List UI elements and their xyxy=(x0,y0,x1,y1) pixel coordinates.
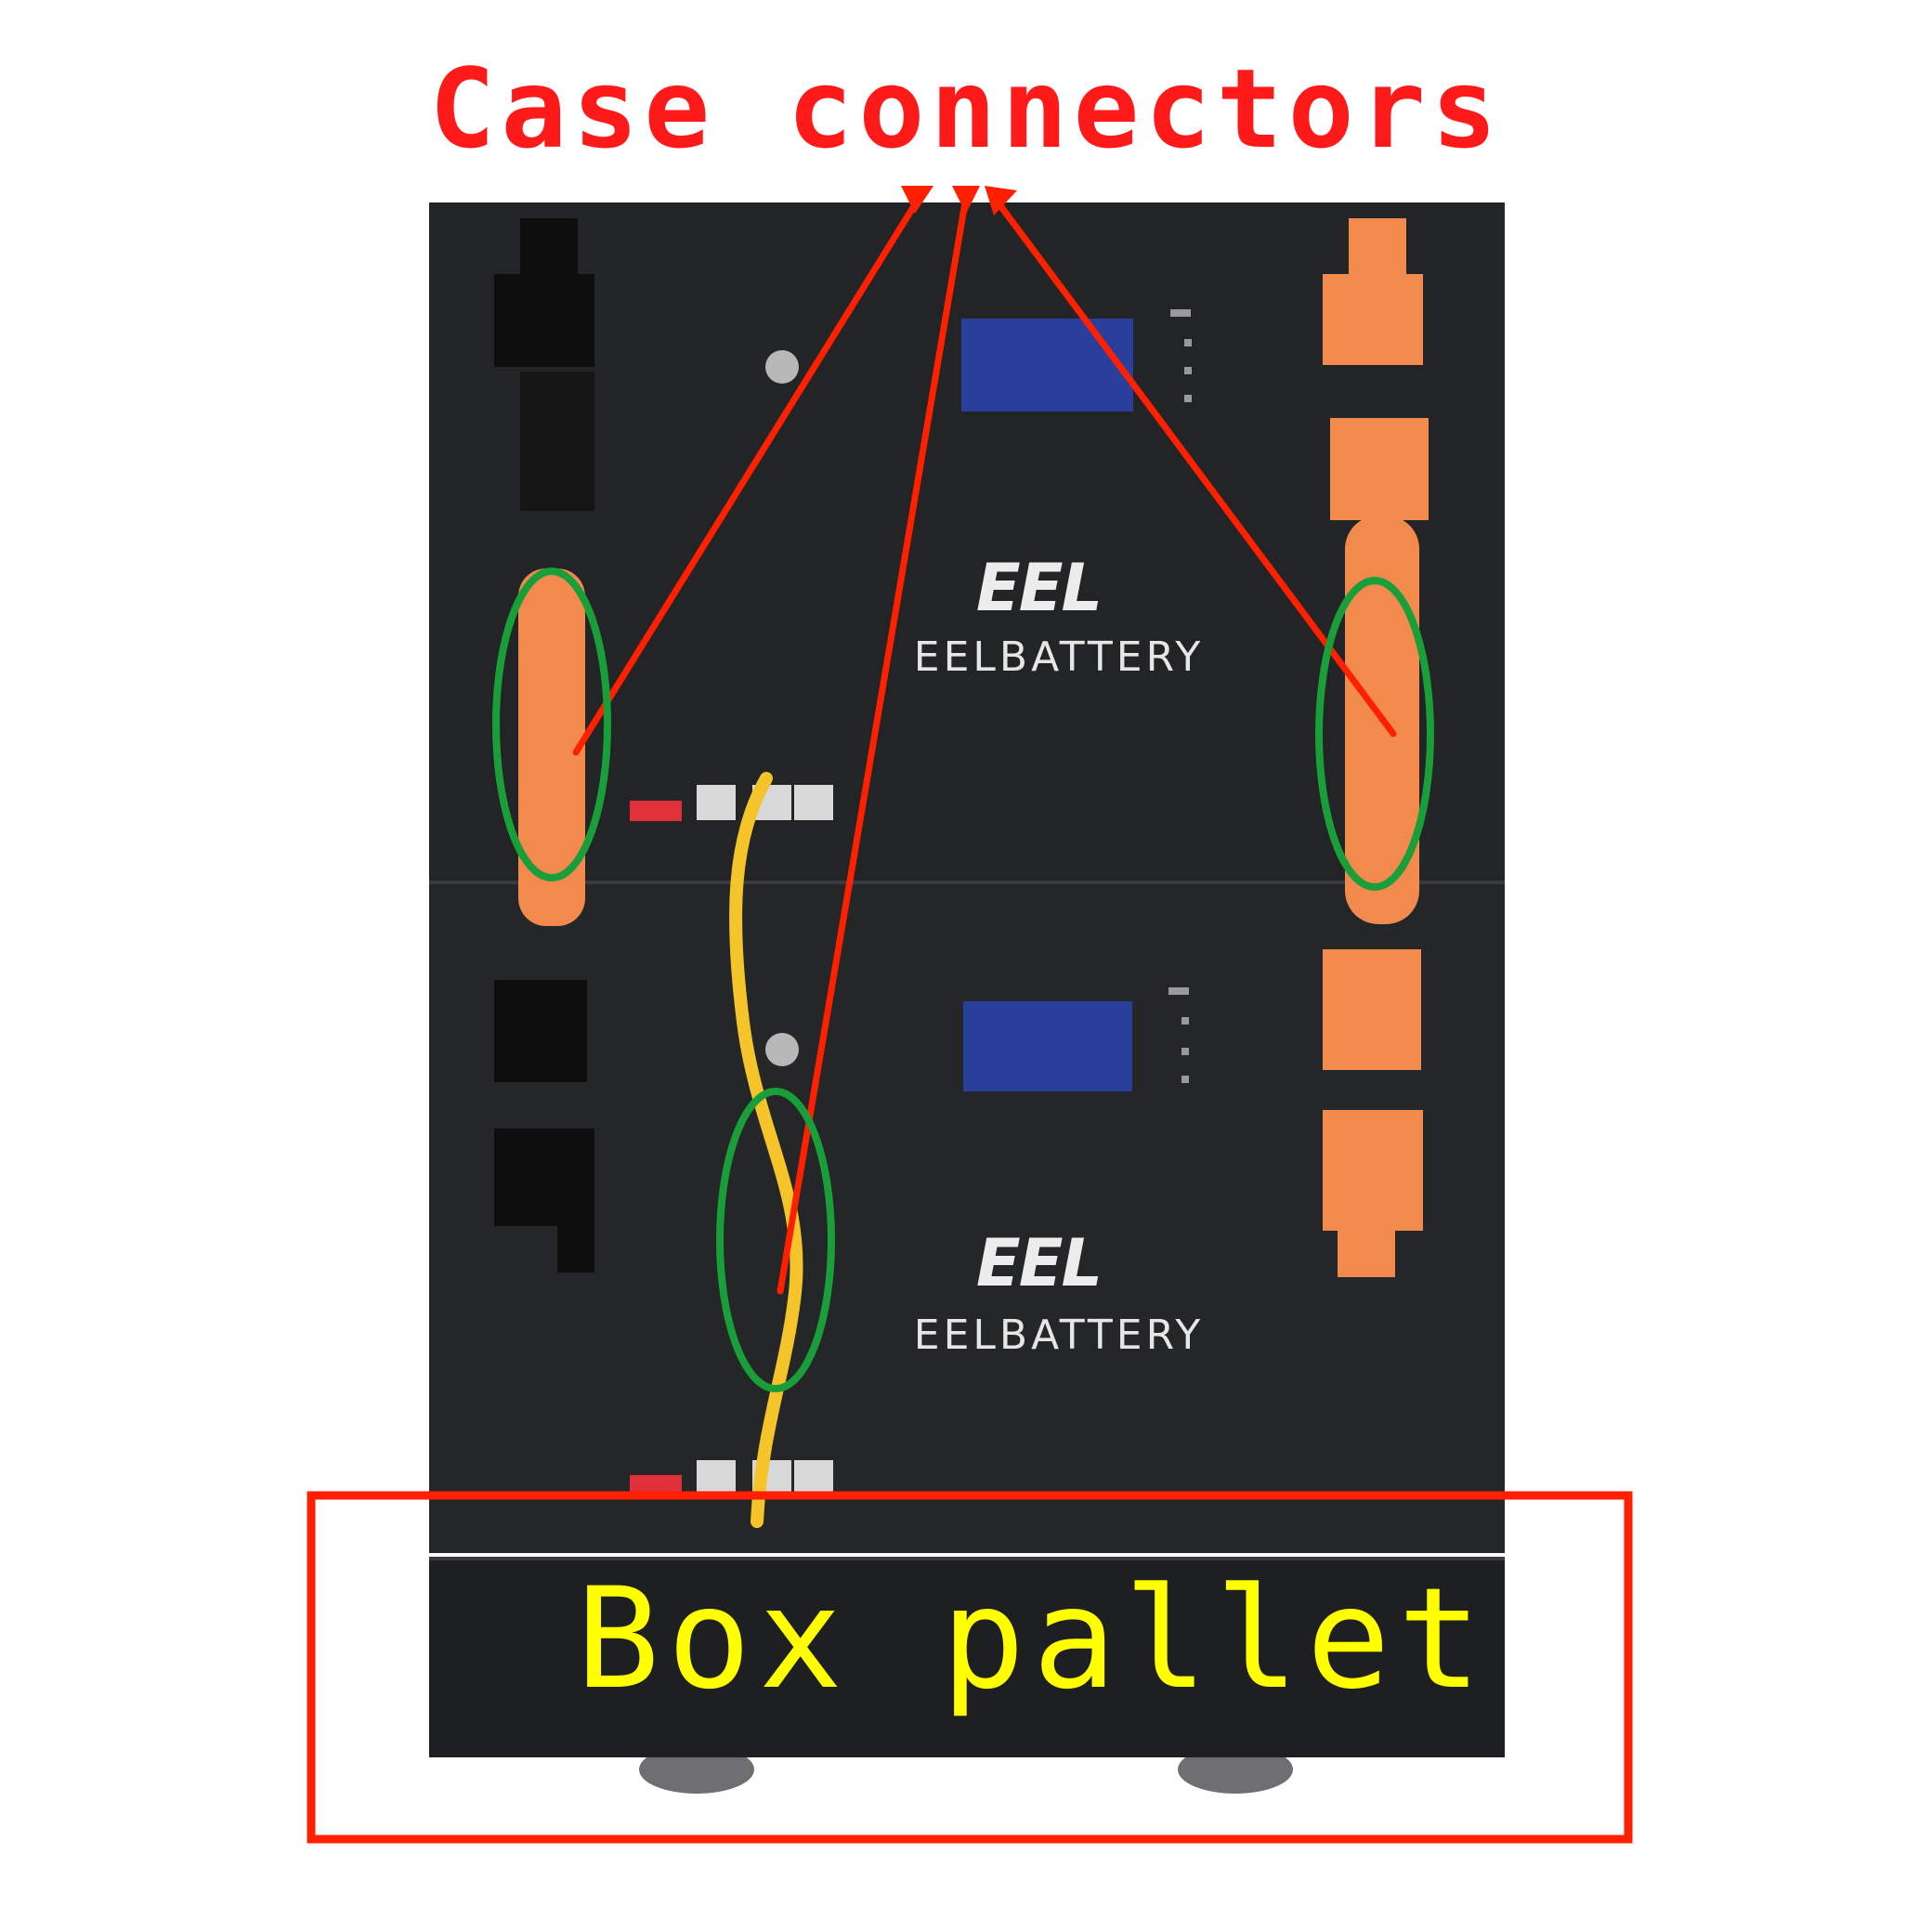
dip-switch xyxy=(630,801,682,821)
arrowhead-icon xyxy=(901,186,933,214)
left-connector-ring xyxy=(492,568,611,881)
brand-name: EELBATTERY xyxy=(913,633,1205,681)
right-connector-ring xyxy=(1315,577,1434,891)
rj45-port xyxy=(794,1460,833,1495)
box-pallet-base xyxy=(429,1560,1505,1757)
left-black-terminal xyxy=(557,1226,594,1273)
right-orange-connector xyxy=(1323,949,1421,1070)
brand-logo: EEL xyxy=(975,1225,1103,1301)
rj45-port xyxy=(794,785,833,820)
yellow-communication-cable xyxy=(729,772,803,1528)
rj45-port xyxy=(697,785,736,820)
right-orange-connector xyxy=(1338,1226,1395,1277)
left-black-connector xyxy=(520,218,578,274)
right-orange-connector xyxy=(1323,274,1423,365)
arrowhead-icon xyxy=(985,186,1017,215)
box-pallet-highlight xyxy=(307,1491,1633,1844)
lcd-screen xyxy=(961,319,1133,411)
left-black-connector xyxy=(494,980,587,1082)
power-button xyxy=(765,1033,799,1066)
right-orange-connector xyxy=(1330,418,1429,520)
left-black-connector xyxy=(494,1129,594,1226)
arrow-to-left-connector xyxy=(572,193,923,756)
rj45-port xyxy=(697,1460,736,1495)
arrow-to-middle-connector xyxy=(777,193,970,1295)
brand-logo: EEL xyxy=(975,550,1103,626)
left-black-terminal xyxy=(520,372,594,511)
box-pallet-label: Box pallet xyxy=(576,1559,1490,1720)
right-orange-connector xyxy=(1323,1110,1423,1231)
power-button xyxy=(765,350,799,384)
connector-highlight-rings xyxy=(492,568,1434,1392)
left-orange-cable xyxy=(518,568,585,926)
middle-connector-ring xyxy=(716,1088,835,1392)
arrowhead-icon xyxy=(952,186,980,214)
right-orange-connector xyxy=(1349,218,1406,274)
status-indicators xyxy=(1168,309,1192,1083)
left-black-connector xyxy=(494,274,594,367)
brand-name: EELBATTERY xyxy=(913,1312,1205,1359)
arrow-heads xyxy=(901,186,1017,215)
case-connectors-label: Case connectors xyxy=(429,45,1503,173)
lcd-screen xyxy=(963,1001,1132,1091)
